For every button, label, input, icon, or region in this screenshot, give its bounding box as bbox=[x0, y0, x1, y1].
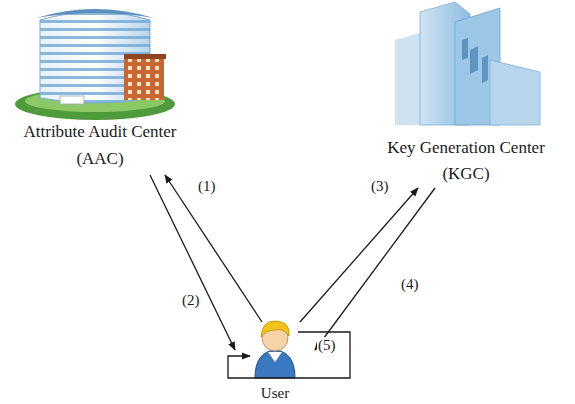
kgc-building bbox=[395, 2, 540, 125]
kgc-node: Key Generation Center (KGC) bbox=[365, 0, 567, 188]
user-figure bbox=[255, 321, 295, 378]
node-abbreviation: (KGC) bbox=[365, 164, 567, 184]
arrow-connector bbox=[150, 175, 235, 350]
step-number: (3) bbox=[370, 178, 390, 195]
aac-building bbox=[15, 9, 175, 120]
aac-node: Attribute Audit Center (AAC) bbox=[7, 0, 193, 172]
arrow-connector bbox=[165, 175, 262, 322]
step-number: (4) bbox=[400, 276, 420, 293]
node-title: User bbox=[232, 383, 318, 403]
step-number: (2) bbox=[181, 292, 201, 309]
node-title: Key Generation Center bbox=[365, 138, 567, 158]
arrow-connector bbox=[315, 188, 435, 350]
user-node: User bbox=[232, 322, 318, 403]
node-title: Attribute Audit Center bbox=[7, 122, 193, 142]
step-number: (5) bbox=[317, 337, 337, 354]
step-number: (1) bbox=[197, 178, 217, 195]
arrow-connector bbox=[300, 188, 418, 322]
node-abbreviation: (AAC) bbox=[7, 149, 193, 169]
arrow-connector bbox=[228, 332, 350, 378]
